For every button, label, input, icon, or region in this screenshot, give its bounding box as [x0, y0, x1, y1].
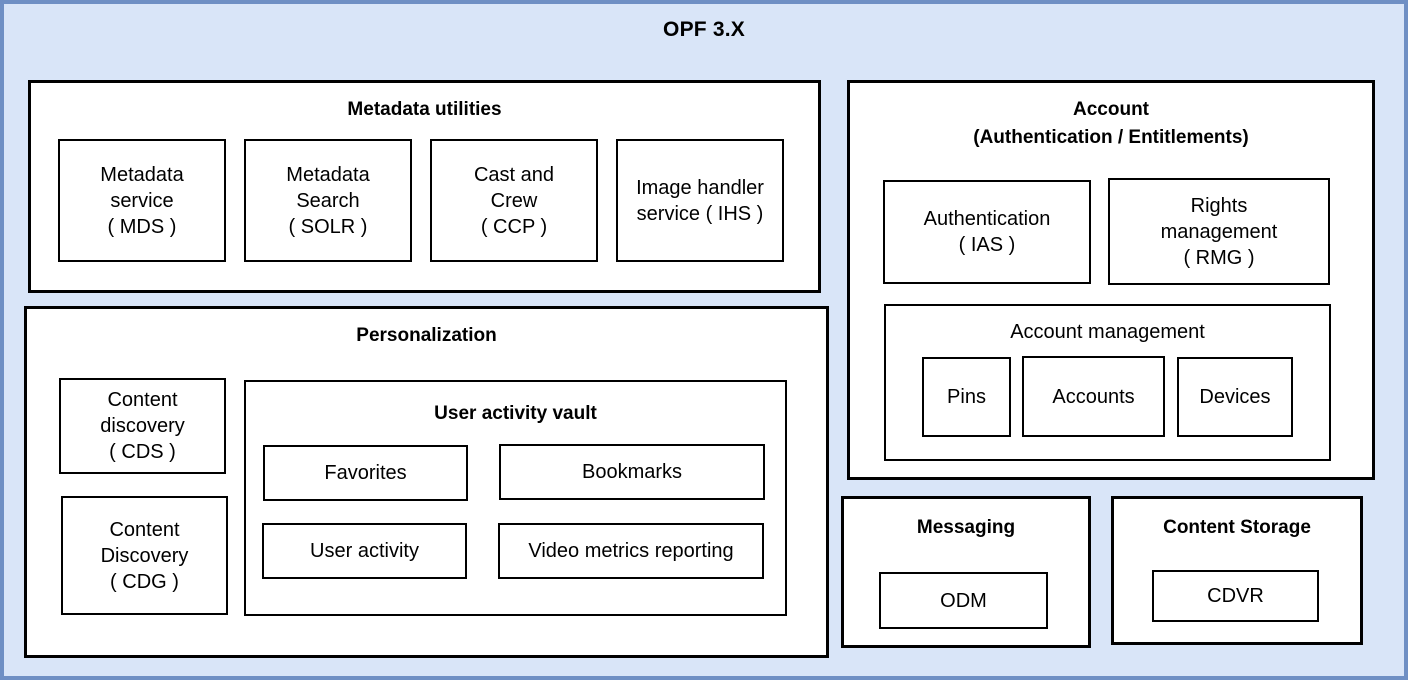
mds-line-3: ( MDS )	[107, 215, 177, 238]
bookmarks-label: Bookmarks	[581, 461, 683, 483]
account-title-line-1: Account	[1073, 99, 1149, 120]
ccp-line-1: Cast and	[473, 163, 555, 186]
video-metrics-reporting-label: Video metrics reporting	[528, 540, 734, 562]
mds-line-2: service	[110, 189, 174, 212]
user-activity-vault-title: User activity vault	[434, 403, 597, 424]
ihs-line-2: service ( IHS )	[636, 202, 764, 225]
odm-label: ODM	[940, 589, 987, 612]
service-box-ihs[interactable]: Image handler service ( IHS )	[616, 139, 784, 262]
rmg-line-3: ( RMG )	[1183, 246, 1255, 269]
account-management-title: Account management	[1010, 321, 1205, 343]
service-box-mds[interactable]: Metadata service ( MDS )	[58, 139, 226, 262]
messaging-box-odm[interactable]: ODM	[879, 572, 1048, 629]
service-box-cdg[interactable]: Content Discovery ( CDG )	[61, 496, 228, 615]
favorites-label: Favorites	[324, 462, 407, 484]
content-storage-title: Content Storage	[1163, 517, 1311, 538]
service-box-ccp[interactable]: Cast and Crew ( CCP )	[430, 139, 598, 262]
cds-line-2: discovery	[100, 415, 185, 437]
cdg-line-3: ( CDG )	[110, 570, 179, 593]
diagram-title: OPF 3.X	[663, 18, 745, 41]
cdvr-label: CDVR	[1207, 585, 1264, 607]
cds-line-1: Content	[107, 389, 178, 411]
ihs-line-1: Image handler	[636, 176, 764, 199]
account-box-accounts[interactable]: Accounts	[1022, 356, 1165, 437]
mds-line-1: Metadata	[100, 163, 184, 186]
vault-box-video-metrics-reporting[interactable]: Video metrics reporting	[498, 523, 764, 579]
service-box-rmg[interactable]: Rights management ( RMG )	[1108, 178, 1330, 285]
metadata-utilities-title: Metadata utilities	[347, 99, 502, 120]
content-storage-box-cdvr[interactable]: CDVR	[1152, 570, 1319, 622]
cdg-line-2: Discovery	[100, 544, 189, 567]
messaging-title: Messaging	[916, 517, 1016, 538]
solr-line-2: Search	[296, 189, 360, 212]
service-box-solr[interactable]: Metadata Search ( SOLR )	[244, 139, 412, 262]
vault-box-user-activity[interactable]: User activity	[262, 523, 467, 579]
service-box-ias[interactable]: Authentication ( IAS )	[883, 180, 1091, 284]
ias-line-2: ( IAS )	[958, 234, 1016, 256]
user-activity-label: User activity	[310, 540, 419, 562]
ias-line-1: Authentication	[923, 208, 1051, 230]
devices-label: Devices	[1199, 386, 1271, 408]
ccp-line-3: ( CCP )	[480, 215, 548, 238]
account-title-line-2: (Authentication / Entitlements)	[973, 127, 1249, 148]
accounts-label: Accounts	[1052, 385, 1135, 408]
account-box-pins[interactable]: Pins	[922, 357, 1011, 437]
service-box-cds[interactable]: Content discovery ( CDS )	[59, 378, 226, 474]
pins-label: Pins	[947, 386, 986, 408]
rmg-line-2: management	[1160, 220, 1278, 243]
account-box-devices[interactable]: Devices	[1177, 357, 1293, 437]
ccp-line-2: Crew	[490, 189, 538, 212]
solr-line-1: Metadata	[286, 163, 370, 186]
vault-box-bookmarks[interactable]: Bookmarks	[499, 444, 765, 500]
personalization-title: Personalization	[356, 325, 497, 346]
cdg-line-1: Content	[109, 518, 180, 541]
cds-line-3: ( CDS )	[109, 441, 176, 463]
vault-box-favorites[interactable]: Favorites	[263, 445, 468, 501]
solr-line-3: ( SOLR )	[288, 215, 368, 238]
rmg-line-1: Rights	[1190, 194, 1248, 217]
